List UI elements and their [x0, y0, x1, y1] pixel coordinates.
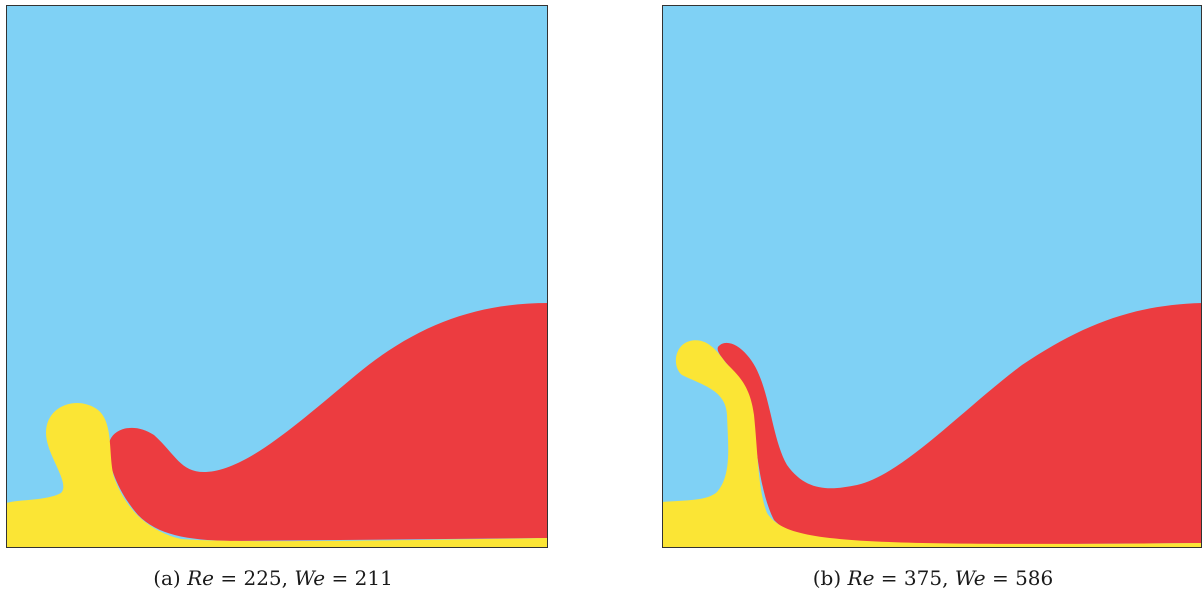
weber-symbol: We — [294, 566, 326, 590]
caption-a: (a) Re = 225, We = 211 — [153, 566, 393, 590]
right-phase-region — [108, 303, 548, 541]
left-phase-region — [6, 403, 548, 548]
reynolds-symbol: Re — [847, 566, 875, 590]
reynolds-value: 375 — [903, 566, 943, 590]
plot-frame — [6, 5, 548, 548]
left-phase-region — [662, 340, 1202, 548]
phase-field-plot-b — [662, 5, 1202, 548]
simulation-panel-a — [6, 5, 548, 548]
reynolds-value: 225 — [243, 566, 282, 590]
caption-b: (b) Re = 375, We = 586 — [812, 566, 1054, 590]
reynolds-symbol: Re — [187, 566, 214, 590]
weber-symbol: We — [954, 566, 986, 590]
weber-value: 586 — [1015, 566, 1054, 590]
simulation-panel-b — [662, 5, 1202, 548]
weber-value: 211 — [354, 566, 393, 590]
right-phase-region — [717, 303, 1202, 545]
caption-label: (b) — [812, 566, 842, 590]
caption-label: (a) — [153, 566, 181, 590]
phase-field-plot-a — [6, 5, 548, 548]
